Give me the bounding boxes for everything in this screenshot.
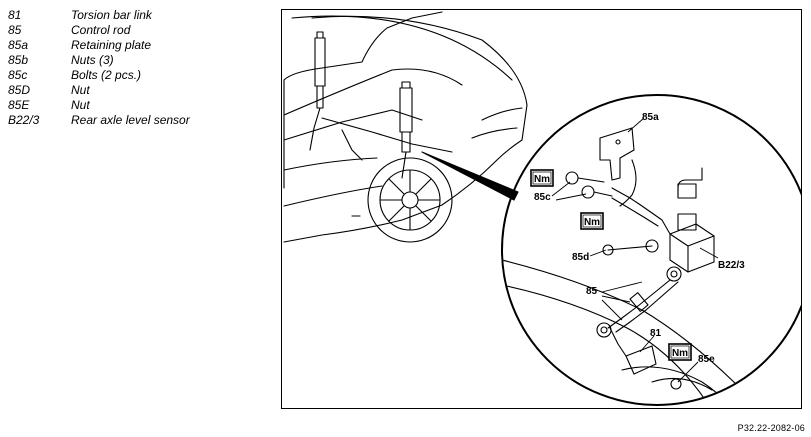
wheel [367, 157, 453, 243]
legend-row: 81 Torsion bar link [8, 8, 190, 23]
level-sensor [669, 213, 715, 273]
callout-85: 85 [586, 286, 598, 297]
sensor-cable [619, 159, 637, 207]
callout-85e: 85e [698, 354, 715, 365]
detail-circle [501, 94, 801, 406]
legend-description: Nuts (3) [71, 53, 114, 67]
spring-strut-left [309, 31, 326, 151]
legend-description: Nut [71, 83, 90, 97]
callout-81: 81 [650, 328, 662, 339]
nut-85e [670, 378, 682, 390]
legend-description: Torsion bar link [71, 8, 152, 22]
legend-code: B22/3 [8, 113, 40, 127]
callout-b22-3: B22/3 [718, 260, 745, 271]
diagram-illustration: Nm Nm Nm 85a 85c 85d 85 81 85e B22/3 [283, 11, 801, 406]
legend-code: 81 [8, 8, 22, 22]
legend-description: Bolts (2 pcs.) [71, 68, 142, 82]
legend-description: Rear axle level sensor [71, 113, 190, 127]
torque-symbol-label: Nm [672, 348, 688, 359]
legend-code: 85D [8, 83, 31, 97]
legend-code: 85c [8, 68, 28, 82]
legend-code: 85a [8, 38, 29, 52]
torque-symbol-2: Nm [580, 212, 604, 230]
torque-symbol-1: Nm [530, 169, 554, 187]
legend-code: 85b [8, 53, 29, 67]
legend-row: 85E Nut [8, 98, 190, 113]
legend-code: 85 [8, 23, 22, 37]
diagram-frame: Nm Nm Nm 85a 85c 85d 85 81 85e B22/3 [281, 9, 802, 409]
control-rod [596, 266, 682, 338]
spring-strut-right [399, 81, 413, 179]
torque-symbol-label: Nm [534, 174, 550, 185]
zoom-pointer [421, 151, 519, 201]
parts-legend: 81 Torsion bar link 85 Control rod 85a Reta… [8, 8, 190, 128]
legend-row: 85b Nuts (3) [8, 53, 190, 68]
legend-description: Retaining plate [71, 38, 152, 52]
legend-row: 85 Control rod [8, 23, 190, 38]
legend-row: B22/3 Rear axle level sensor [8, 113, 190, 128]
callout-85c: 85c [534, 192, 551, 203]
torque-symbol-label: Nm [584, 217, 600, 228]
callout-85a: 85a [642, 112, 659, 123]
legend-code: 85E [8, 98, 30, 112]
torque-symbol-3: Nm [668, 343, 692, 361]
vehicle-body-outline [283, 11, 528, 243]
figure-reference: P32.22-2082-06 [737, 423, 805, 433]
retaining-plate [599, 127, 635, 181]
legend-row: 85c Bolts (2 pcs.) [8, 68, 190, 83]
legend-row: 85a Retaining plate [8, 38, 190, 53]
axle-link [321, 117, 453, 153]
legend-description: Control rod [71, 23, 131, 37]
torsion-bar-link [609, 327, 657, 375]
callout-85d: 85d [572, 252, 589, 263]
legend-row: 85D Nut [8, 83, 190, 98]
sensor-arm [611, 187, 671, 235]
bolt-85c [565, 171, 613, 199]
legend-description: Nut [71, 98, 90, 112]
